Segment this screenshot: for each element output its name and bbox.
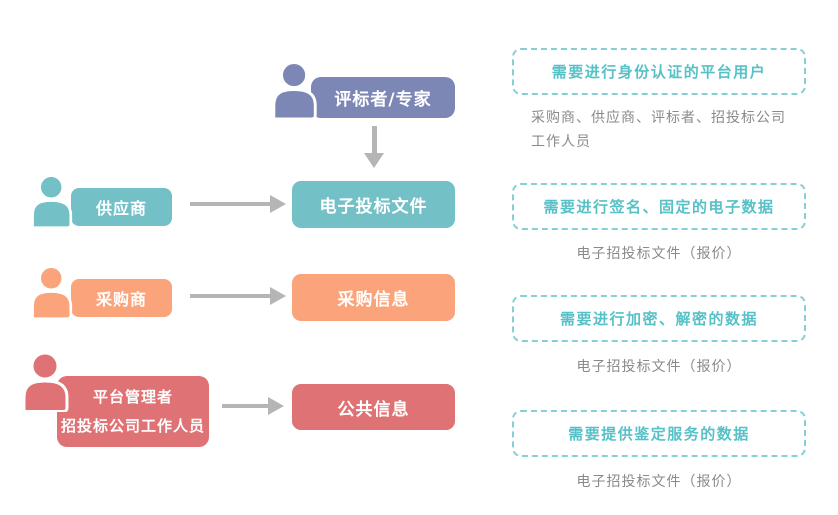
purchaser-label: 采购商 — [71, 279, 172, 317]
purchaser-person-icon — [29, 265, 77, 319]
evaluator-label: 评标者/专家 — [311, 77, 455, 118]
legend-appraisal-title: 需要提供鉴定服务的数据 — [512, 410, 806, 457]
evaluator-person-icon — [270, 61, 322, 119]
admin-label-line2: 招投标公司工作人员 — [60, 416, 205, 435]
legend-signature-title: 需要进行签名、固定的电子数据 — [512, 183, 806, 230]
supplier-person-icon — [29, 174, 77, 228]
admin-person-icon — [20, 351, 74, 412]
legend-identity-auth-title: 需要进行身份认证的平台用户 — [512, 48, 806, 95]
legend-signature-caption: 电子招投标文件（报价） — [576, 246, 742, 262]
arrow-down-icon — [364, 126, 384, 168]
admin-label-line1: 平台管理者 — [92, 387, 173, 406]
purchase-info-box: 采购信息 — [292, 274, 455, 321]
electronic-bid-document-box: 电子投标文件 — [292, 181, 455, 228]
arrow-right-icon — [190, 287, 286, 305]
caption-line1: 采购商、供应商、评标者、招投标公司 — [531, 110, 786, 126]
legend-appraisal-caption: 电子招投标文件（报价） — [576, 474, 742, 490]
admin-label: 平台管理者 招投标公司工作人员 — [57, 376, 209, 447]
arrow-right-icon — [190, 195, 286, 213]
supplier-label: 供应商 — [71, 188, 172, 226]
legend-identity-auth-caption: 采购商、供应商、评标者、招投标公司 工作人员 — [531, 106, 799, 154]
caption-line2: 工作人员 — [531, 134, 591, 150]
arrow-right-icon — [222, 397, 284, 415]
public-info-box: 公共信息 — [292, 384, 455, 430]
legend-encryption-title: 需要进行加密、解密的数据 — [512, 295, 806, 342]
legend-encryption-caption: 电子招投标文件（报价） — [576, 359, 742, 375]
